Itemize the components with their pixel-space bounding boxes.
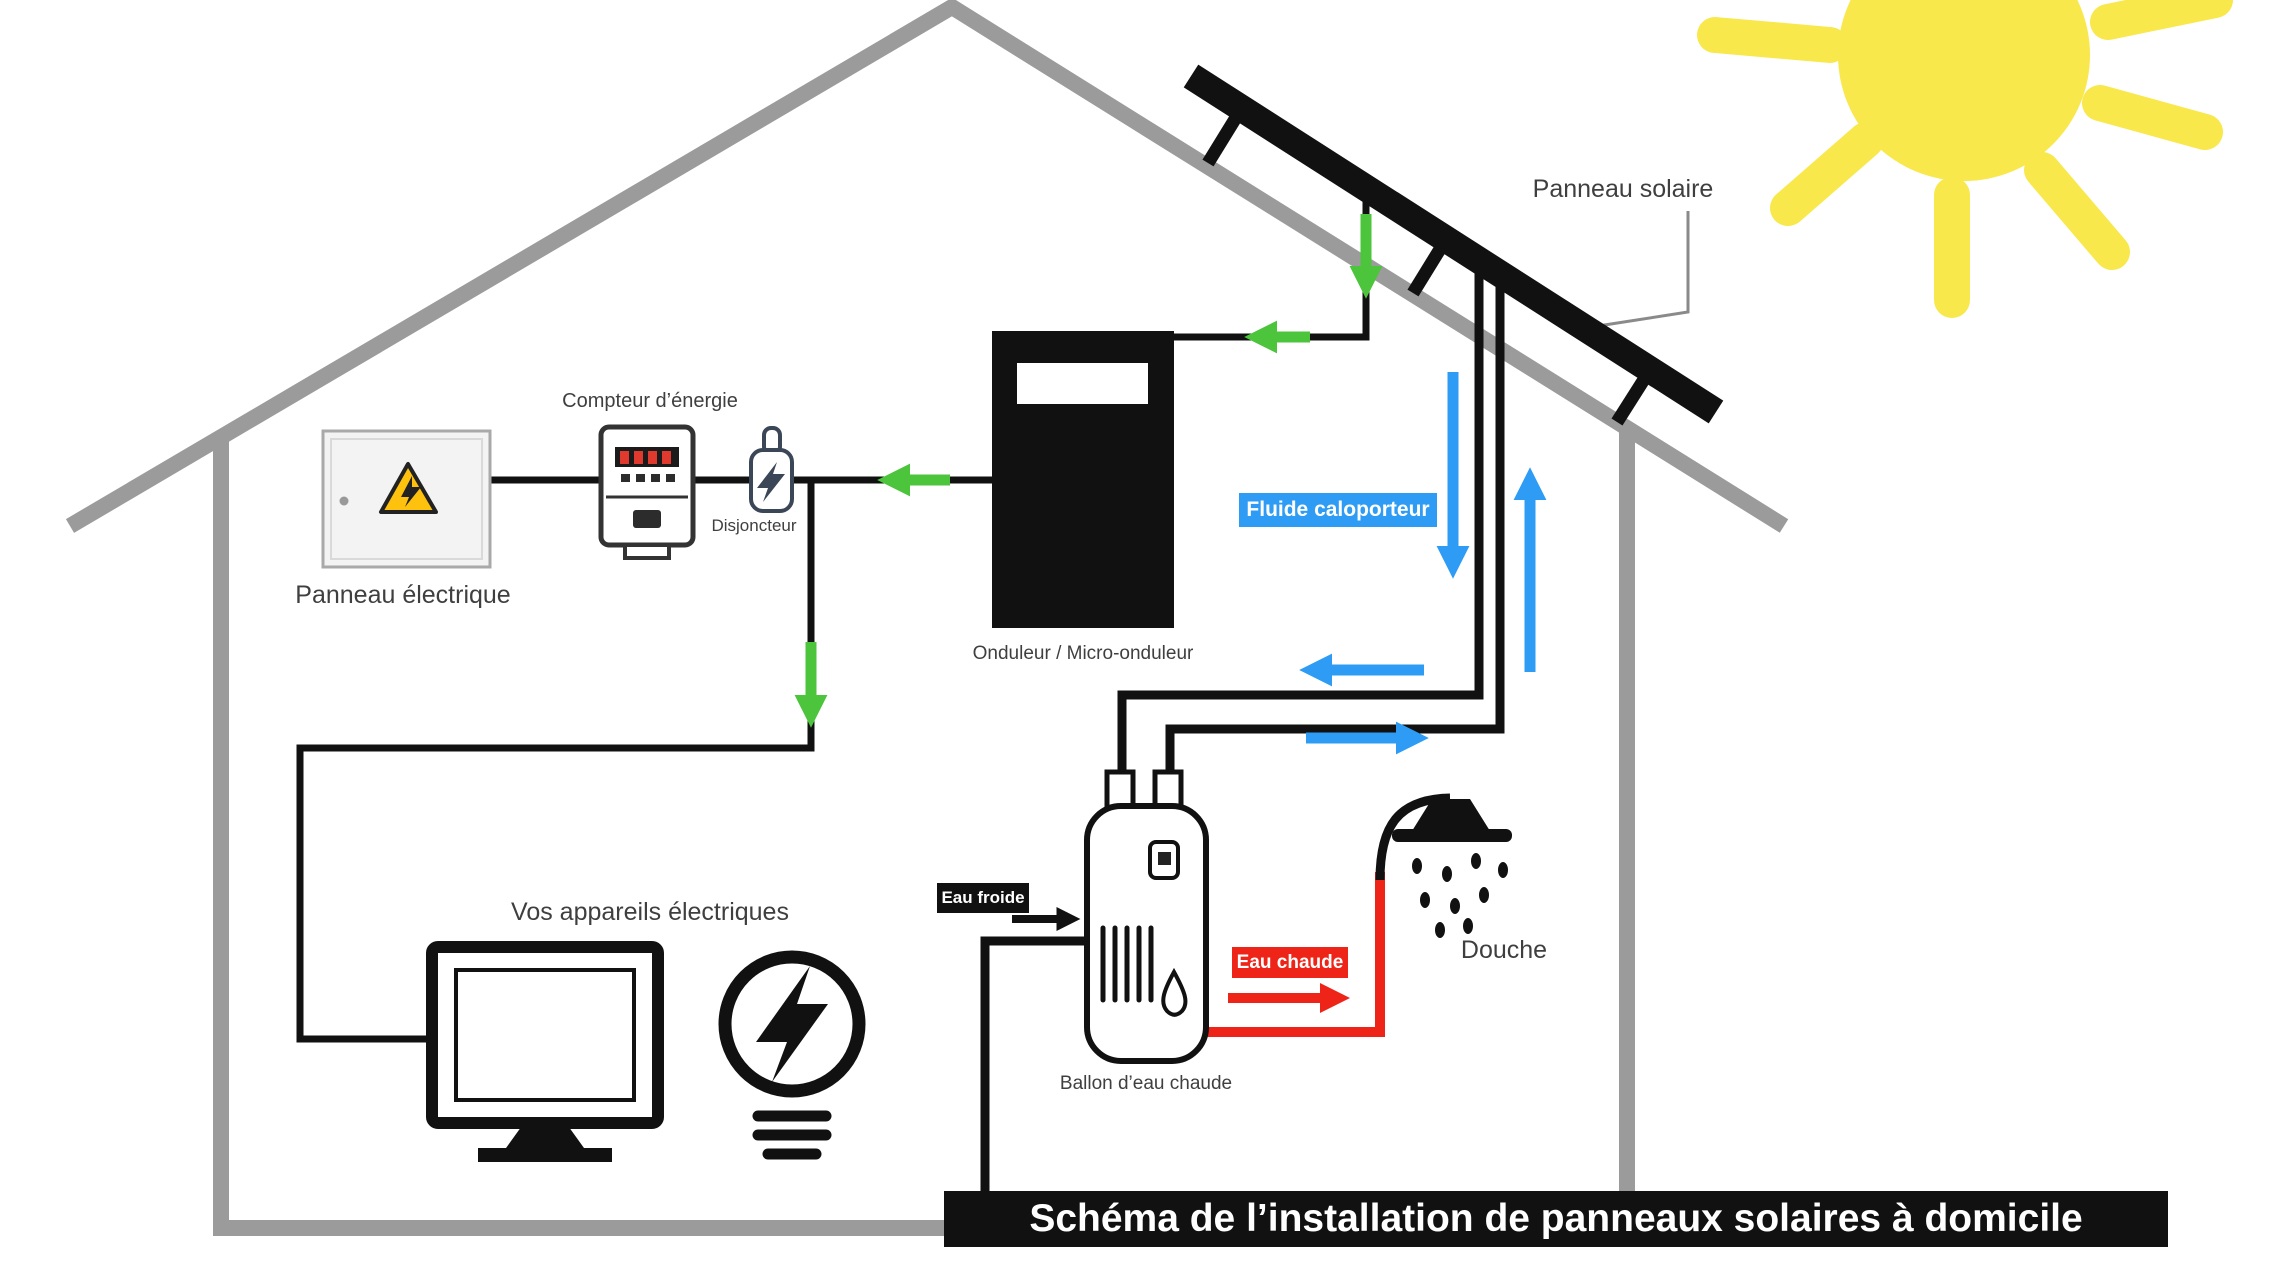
heating-coil — [1100, 925, 1154, 1003]
water-drop-icon — [1161, 967, 1188, 1017]
sun-icon — [1697, 0, 2233, 318]
panel-leader-line — [1597, 211, 1690, 328]
lightbulb-icon — [718, 950, 866, 1160]
warning-triangle-icon — [379, 462, 438, 514]
label-fluide-caloporteur: Fluide caloporteur — [1239, 493, 1437, 527]
thermostat — [1148, 840, 1180, 880]
energy-meter-icon — [598, 424, 696, 560]
label-onduleur: Onduleur / Micro-onduleur — [972, 643, 1194, 664]
label-disjoncteur: Disjoncteur — [711, 516, 797, 535]
pipe-fluid-return — [1165, 276, 1505, 775]
screw-dot — [339, 496, 349, 506]
water-drops — [1412, 853, 1508, 938]
label-eau-froide: Eau froide — [937, 883, 1029, 913]
solar-panel-icon — [1183, 64, 1724, 426]
label-compteur: Compteur d’énergie — [562, 390, 738, 412]
electrical-panel-icon — [321, 429, 492, 569]
breaker-icon — [749, 426, 794, 513]
shower-icon — [1375, 793, 1512, 938]
pipe-fluid-supply — [1117, 262, 1484, 775]
monitor-icon — [426, 941, 664, 1162]
inverter-icon — [992, 331, 1174, 628]
label-douche: Douche — [1460, 936, 1548, 964]
water-heater-icon — [1084, 769, 1209, 1064]
label-panneau-solaire: Panneau solaire — [1532, 175, 1714, 203]
title-bar: Schéma de l’installation de panneaux sol… — [944, 1191, 2168, 1247]
pipe-hot-water — [1203, 872, 1385, 1037]
pipe-cold-water — [980, 936, 1087, 1210]
label-panneau-electrique: Panneau électrique — [295, 581, 511, 609]
label-appareils: Vos appareils électriques — [511, 898, 789, 926]
label-ballon: Ballon d’eau chaude — [1059, 1073, 1233, 1094]
house-outline — [65, 0, 1789, 1236]
label-eau-chaude: Eau chaude — [1232, 947, 1348, 978]
